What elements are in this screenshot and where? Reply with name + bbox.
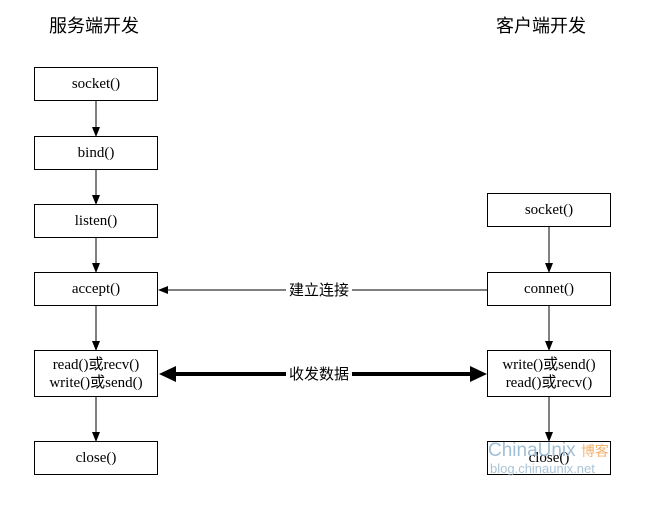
- client-close-label: close(): [528, 450, 570, 466]
- server-listen-label: listen(): [74, 213, 118, 229]
- client-connect-label: connet(): [524, 281, 574, 297]
- server-read-write-box: read()或recv() write()或send(): [34, 350, 158, 397]
- server-accept-box: accept(): [34, 272, 158, 306]
- client-socket-box: socket(): [487, 193, 611, 227]
- server-accept-label: accept(): [71, 281, 121, 297]
- server-socket-box: socket(): [34, 67, 158, 101]
- client-connect-box: connet(): [487, 272, 611, 306]
- server-close-label: close(): [75, 450, 117, 466]
- client-write-read-box: write()或send() read()或recv(): [487, 350, 611, 397]
- client-read-label: read()或recv(): [505, 374, 593, 391]
- client-write-label: write()或send(): [502, 356, 596, 373]
- data-exchange-label: 收发数据: [286, 365, 353, 383]
- server-bind-label: bind(): [77, 145, 115, 161]
- client-socket-label: socket(): [524, 202, 574, 218]
- server-write-label: write()或send(): [49, 374, 143, 391]
- server-title: 服务端开发: [49, 16, 139, 37]
- connection-label: 建立连接: [286, 281, 353, 299]
- server-bind-box: bind(): [34, 136, 158, 170]
- server-read-label: read()或recv(): [52, 356, 140, 373]
- server-close-box: close(): [34, 441, 158, 475]
- arrowhead-data-left: [159, 366, 176, 382]
- server-socket-label: socket(): [71, 76, 121, 92]
- client-close-box: close(): [487, 441, 611, 475]
- arrowhead-data-right: [470, 366, 487, 382]
- server-listen-box: listen(): [34, 204, 158, 238]
- client-title: 客户端开发: [496, 16, 586, 37]
